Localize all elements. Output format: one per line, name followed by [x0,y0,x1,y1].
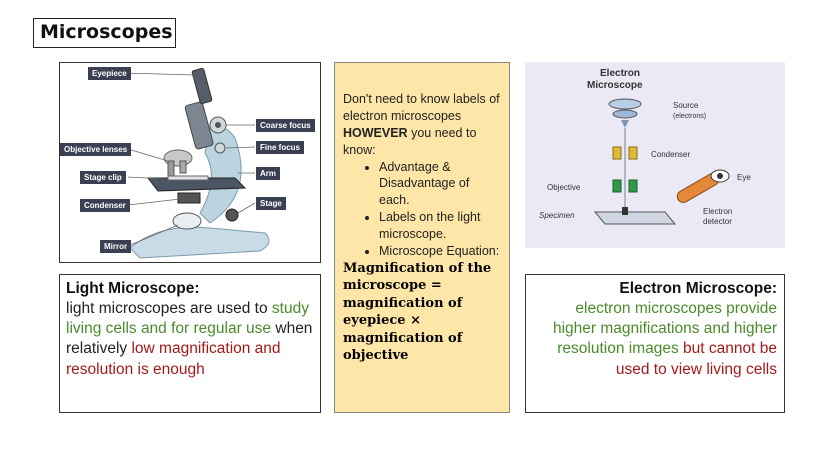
note-intro-part1: Don't need to know labels of electron mi… [343,92,500,123]
light-microscope-diagram: Eyepiece Objective lenses Stage clip Con… [59,62,321,263]
light-text-green: study living cells and for regular use [66,300,309,338]
note-intro-part2: you need to know: [343,125,477,157]
slide-title: Microscopes [33,18,176,48]
electron-label-objective: Objective [547,183,581,192]
note-intro: Don't need to know labels of electron mi… [343,91,501,159]
electron-microscope-text: Electron Microscope: electron microscope… [525,274,785,413]
note-box: Don't need to know labels of electron mi… [334,62,510,413]
electron-label-eye: Eye [737,173,751,182]
label-condenser: Condenser [80,199,130,212]
label-stage: Stage [256,197,286,210]
electron-label-detector-line1: Electron [703,207,732,216]
microscope-equation: Magnification of the microscope = magnif… [343,260,492,364]
electron-label-specimen: Specimen [539,211,575,220]
electron-label-source-sub: (electrons) [673,113,706,120]
electron-label-source: Source [673,101,699,110]
label-mirror: Mirror [100,240,132,253]
electron-text-red: but cannot be used to view living cells [615,340,777,378]
label-fine-focus: Fine focus [256,141,305,154]
light-microscope-illustration [121,67,270,259]
light-microscope-text: Light Microscope: light microscopes are … [59,274,321,413]
light-text-red: low magnification and resolution is enou… [66,340,281,378]
electron-label-detector-line2: detector [703,217,732,226]
electron-text-green: electron microscopes provide higher magn… [552,300,777,358]
electron-label-condenser: Condenser [651,150,690,159]
label-objective-lenses: Objective lenses [60,143,132,156]
label-coarse-focus: Coarse focus [256,119,315,132]
list-item: Microscope Equation: [379,243,501,260]
label-eyepiece: Eyepiece [88,67,131,80]
list-item: Advantage & Disadvantage of each. [379,159,501,210]
light-text-p3: when relatively [66,320,313,358]
note-list: Advantage & Disadvantage of each. Labels… [343,159,501,260]
light-heading: Light Microscope: [66,280,200,297]
note-intro-bold: HOWEVER [343,125,408,140]
light-text-p1: light microscopes are used to [66,300,268,318]
electron-microscope-illustration: Electron Microscope Source (electrons) C… [525,62,785,248]
list-item: Labels on the light microscope. [379,209,501,243]
label-stage-clip: Stage clip [80,171,126,184]
electron-microscope-diagram: Electron Microscope Source (electrons) C… [525,62,785,248]
electron-title-line1: Electron [600,68,640,79]
electron-title-line2: Microscope [587,80,643,91]
electron-heading: Electron Microscope: [619,280,777,297]
label-arm: Arm [256,167,281,180]
